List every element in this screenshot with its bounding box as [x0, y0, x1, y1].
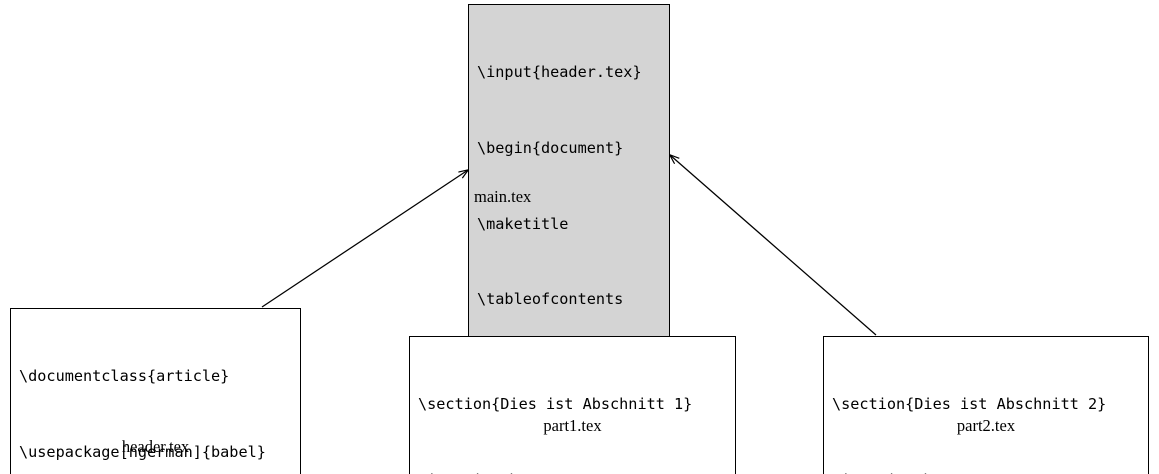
code-line: \maketitle [477, 214, 569, 233]
code-line: \input{header.tex} [477, 63, 642, 82]
caption-header-tex: header.tex [121, 437, 190, 456]
edge-part2-to-main [670, 155, 877, 336]
caption-part2-tex: part2.tex [956, 416, 1016, 435]
caption-main-tex: main.tex [474, 187, 532, 206]
caption-part1-tex: part1.tex [543, 416, 602, 435]
node-part2-tex[interactable]: \section{Dies ist Abschnitt 2} Hier ein … [823, 336, 1149, 474]
node-header-tex[interactable]: \documentclass{article} \usepackage[nger… [10, 308, 301, 474]
code-line: \section{Dies ist Abschnitt 1} [418, 395, 693, 414]
code-line: Hier ein Absatz zum [832, 468, 1140, 474]
edge-header-to-main [261, 170, 468, 308]
code-line: \usepackage[ngerman]{babel} [19, 443, 266, 462]
code-line: \tableofcontents [477, 290, 624, 309]
node-part1-tex[interactable]: \section{Dies ist Abschnitt 1} Hier ein … [409, 336, 736, 474]
code-line: \documentclass{article} [19, 367, 230, 386]
code-line: \begin{document} [477, 139, 624, 158]
code-line: \section{Dies ist Abschnitt 2} [832, 395, 1107, 414]
code-line: Hier ein Absatz zum [418, 468, 727, 474]
